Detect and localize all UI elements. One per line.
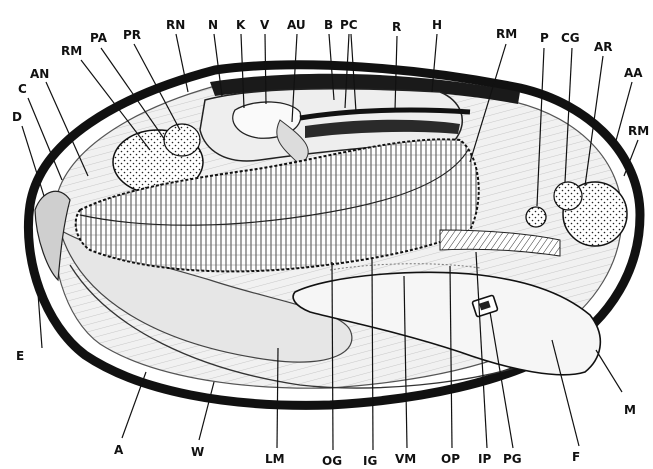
visceral-ganglion xyxy=(526,207,546,227)
label-pr: PR xyxy=(123,28,141,42)
label-vm: VM xyxy=(395,452,416,466)
label-au: AU xyxy=(287,18,306,32)
posterior-retractor xyxy=(554,182,582,210)
label-aa: AA xyxy=(624,66,643,80)
label-r: R xyxy=(392,20,401,34)
label-op: OP xyxy=(441,452,460,466)
label-pc: PC xyxy=(340,18,358,32)
label-ip: IP xyxy=(478,452,491,466)
label-rm-right: RM xyxy=(628,124,649,138)
label-ar: AR xyxy=(594,40,613,54)
label-og: OG xyxy=(322,454,342,468)
label-c: C xyxy=(18,82,27,96)
label-rm-top-left: RM xyxy=(61,44,82,58)
label-k: K xyxy=(236,18,246,32)
label-w: W xyxy=(191,445,204,459)
label-n: N xyxy=(208,18,218,32)
label-p: P xyxy=(540,31,549,45)
label-lm: LM xyxy=(265,452,285,466)
anterior-retractor xyxy=(164,124,200,156)
label-cg: CG xyxy=(561,31,580,45)
label-v: V xyxy=(260,18,270,32)
label-h: H xyxy=(432,18,442,32)
label-pg: PG xyxy=(503,452,522,466)
label-a: A xyxy=(114,443,124,457)
label-m: M xyxy=(624,403,636,417)
label-rn: RN xyxy=(166,18,185,32)
label-rm-top-right: RM xyxy=(496,27,517,41)
label-f: F xyxy=(572,450,580,464)
label-an: AN xyxy=(30,67,49,81)
label-pa: PA xyxy=(90,31,108,45)
label-b: B xyxy=(324,18,333,32)
label-ig: IG xyxy=(363,454,377,468)
label-e: E xyxy=(16,349,24,363)
label-d: D xyxy=(12,110,22,124)
